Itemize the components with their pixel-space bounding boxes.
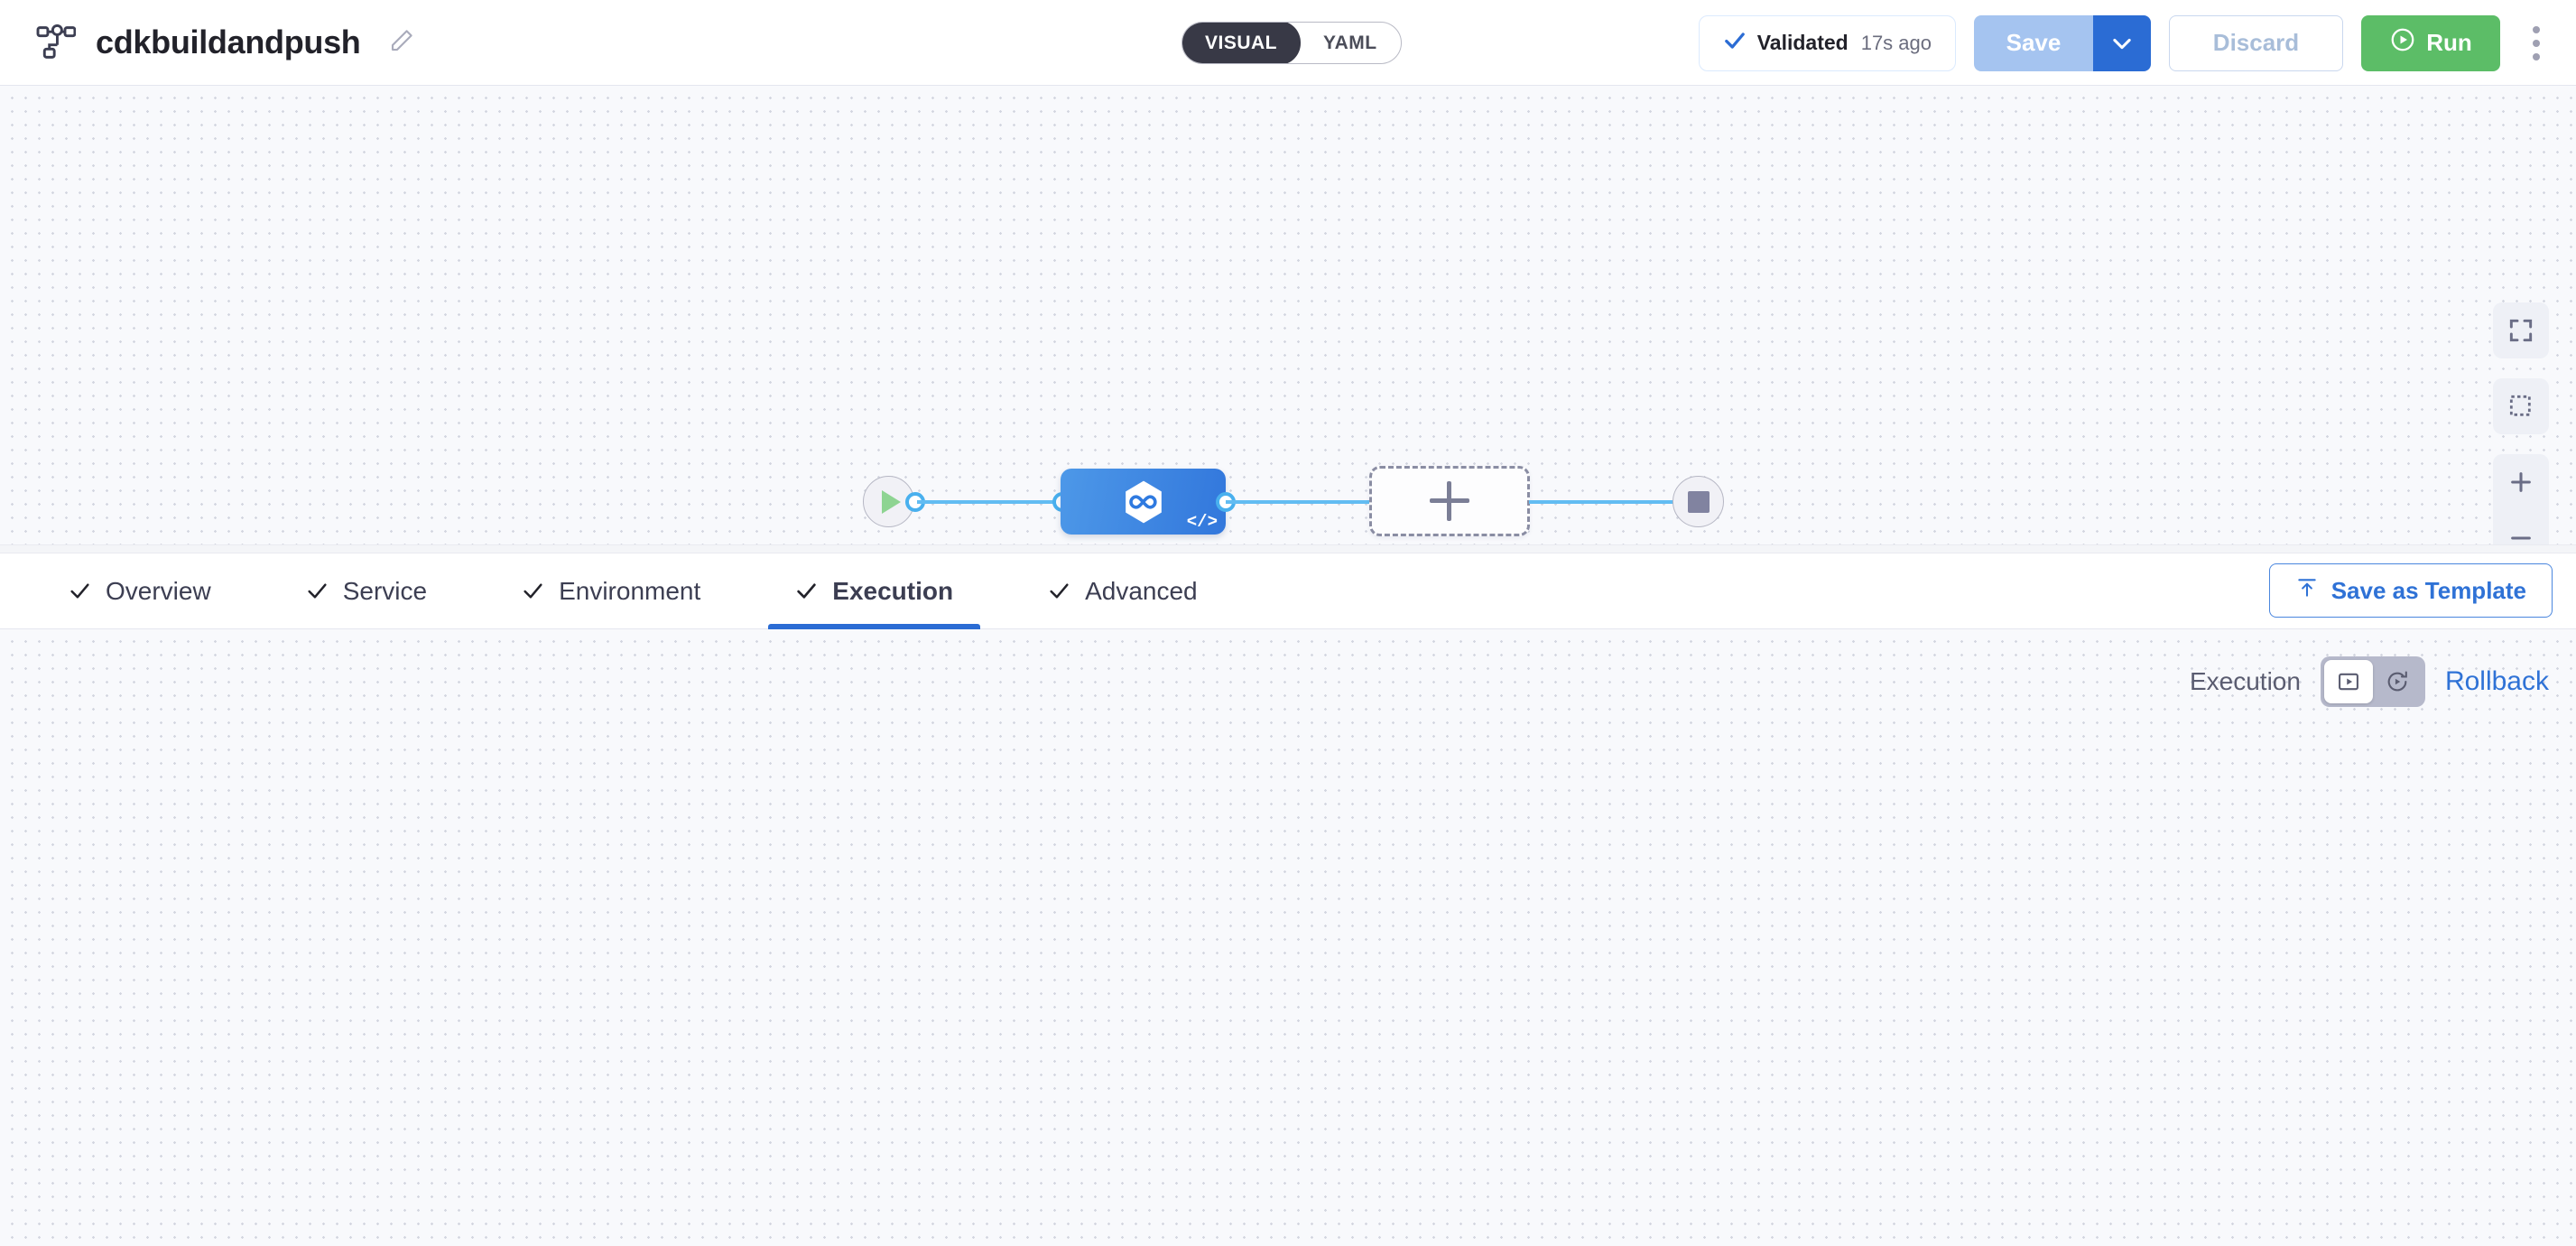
top-actions: Validated 17s ago Save Discard Run	[1698, 0, 2554, 86]
pipeline-nodes-icon	[36, 24, 76, 60]
code-badge: </>	[1186, 512, 1218, 532]
check-icon	[1723, 29, 1747, 57]
mode-yaml[interactable]: YAML	[1323, 32, 1377, 53]
edge-start-to-stage	[917, 500, 1067, 504]
add-stage-button[interactable]	[1369, 466, 1530, 536]
pipeline-end-node	[1673, 476, 1724, 527]
save-as-template-label: Save as Template	[2330, 576, 2526, 604]
tab-overview[interactable]: Overview	[42, 553, 238, 629]
save-as-template-button[interactable]: Save as Template	[2268, 563, 2553, 618]
validated-timestamp: 17s ago	[1860, 31, 1932, 54]
harness-hexagon-icon	[1125, 480, 1162, 523]
status-badge: Validated 17s ago	[1698, 14, 1956, 71]
execution-controls-row: Execution Rollback	[2190, 656, 2549, 707]
tab-environment[interactable]: Environment	[495, 553, 727, 629]
execution-mode-label: Execution	[2189, 667, 2301, 695]
selection-box-icon[interactable]	[2493, 378, 2549, 434]
page-title: cdkbuildandpush	[96, 23, 361, 60]
edge-add-to-end	[1529, 500, 1691, 504]
save-split-button[interactable]: Save	[1974, 14, 2151, 71]
check-icon	[308, 583, 327, 599]
fit-to-screen-icon[interactable]	[2493, 302, 2549, 358]
play-triangle-icon	[882, 489, 901, 514]
play-circle-icon	[2389, 26, 2416, 60]
stop-square-icon	[1687, 490, 1710, 513]
zoom-controls	[2493, 454, 2549, 544]
kebab-menu-icon[interactable]	[2518, 25, 2554, 60]
stage-canvas[interactable]: </> ckd Add Stage	[0, 86, 2576, 544]
tab-service[interactable]: Service	[279, 553, 454, 629]
tab-list: Overview Service Environment Execution A…	[42, 553, 1265, 629]
check-icon	[1050, 583, 1069, 599]
tabs-bar: Overview Service Environment Execution A…	[0, 553, 2576, 629]
save-button[interactable]: Save	[1974, 14, 2093, 71]
check-icon	[70, 583, 89, 599]
canvas-controls	[2493, 302, 2549, 544]
pencil-edit-icon[interactable]	[381, 27, 415, 59]
run-button[interactable]: Run	[2361, 14, 2500, 71]
execution-canvas[interactable]: Execution Rollback build	[0, 629, 2576, 1246]
visual-yaml-toggle[interactable]: VISUAL YAML	[1181, 22, 1402, 64]
zoom-in-icon[interactable]	[2493, 454, 2549, 510]
tab-label: Execution	[832, 576, 954, 605]
plus-icon	[1430, 481, 1469, 521]
tab-label: Environment	[559, 576, 701, 605]
execution-play-box-icon[interactable]	[2323, 660, 2373, 703]
tab-label: Overview	[106, 576, 211, 605]
execution-rollback-switch[interactable]	[2320, 656, 2425, 707]
validated-label: Validated	[1756, 31, 1849, 54]
edge-stage-to-add	[1226, 500, 1370, 504]
mode-visual[interactable]: VISUAL	[1181, 23, 1302, 63]
tab-label: Service	[342, 576, 428, 605]
top-bar: cdkbuildandpush VISUAL YAML Validated 17…	[0, 0, 2576, 86]
tab-execution[interactable]: Execution	[768, 553, 980, 629]
chevron-down-icon[interactable]	[2093, 14, 2151, 71]
check-icon	[524, 583, 542, 599]
rollback-link[interactable]: Rollback	[2444, 666, 2549, 696]
check-icon	[797, 583, 816, 599]
upload-template-icon	[2295, 576, 2319, 606]
rollback-rotate-icon[interactable]	[2373, 660, 2422, 703]
tab-label: Advanced	[1085, 576, 1198, 605]
title-group: cdkbuildandpush	[36, 23, 415, 61]
zoom-out-icon[interactable]	[2493, 510, 2549, 544]
run-label: Run	[2426, 29, 2472, 56]
discard-button[interactable]: Discard	[2169, 14, 2343, 71]
canvas-divider	[0, 544, 2576, 553]
stage-node-ckd[interactable]: </>	[1061, 469, 1226, 535]
tab-advanced[interactable]: Advanced	[1021, 553, 1225, 629]
